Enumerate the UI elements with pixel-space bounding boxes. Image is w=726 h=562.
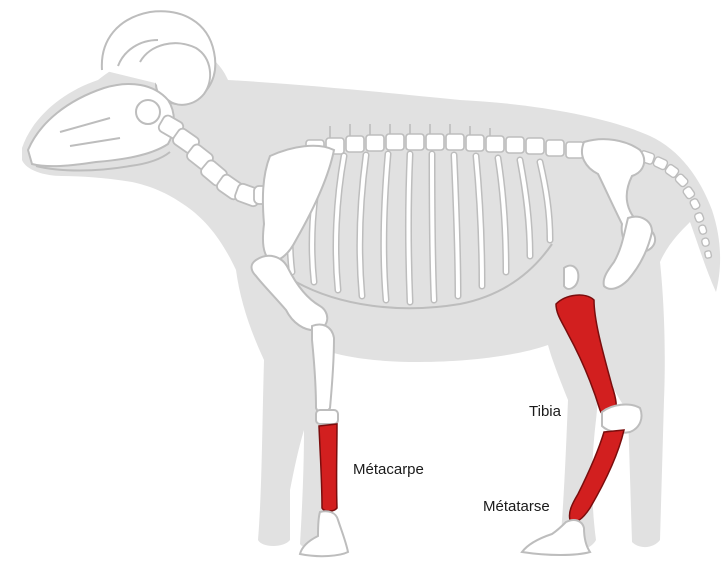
metatarse-label: Métatarse [483,498,550,515]
tibia-label: Tibia [529,403,561,420]
metacarpe-bone [319,424,337,511]
radius-ulna [312,325,334,413]
carpals [316,410,338,424]
patella [564,266,578,289]
tarsals [602,405,642,433]
hind-phalanges [522,520,590,555]
metacarpe-label: Métacarpe [353,461,424,478]
